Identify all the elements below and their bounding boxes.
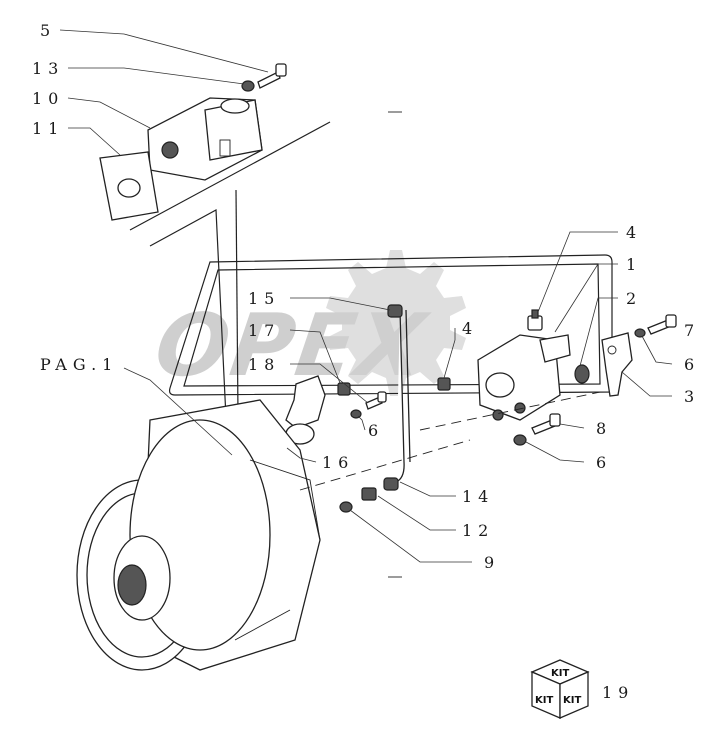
callout-13: 13 <box>32 59 64 78</box>
callout-14: 14 <box>462 487 494 506</box>
callout-1: 1 <box>626 255 642 274</box>
fitting-12 <box>361 487 377 501</box>
watermark: OPEX <box>149 250 466 396</box>
callout-15: 15 <box>248 289 280 308</box>
kit-label-top: KIT <box>551 668 569 679</box>
center-lines <box>299 111 601 578</box>
callout-2: 2 <box>626 289 642 308</box>
callout-9: 9 <box>484 553 500 572</box>
callout-6-right: 6 <box>684 355 700 374</box>
callout-19: 19 <box>602 683 634 702</box>
fitting-4-upper <box>527 309 543 331</box>
mounting-plate <box>99 151 159 221</box>
washer-6-mid <box>350 409 362 419</box>
valve-block <box>477 334 571 421</box>
bolt-18 <box>365 391 387 410</box>
elbow-fitting-3 <box>601 332 633 397</box>
callout-labels: 5 13 10 11 4 1 2 15 4 17 18 7 6 3 PAG.1 … <box>32 21 700 702</box>
leader-lines <box>59 29 673 563</box>
o-ring-2 <box>574 364 590 384</box>
callout-16: 16 <box>322 453 354 472</box>
fitting-17 <box>337 382 351 396</box>
fitting-4-lower <box>437 377 451 391</box>
callout-pag-1: PAG.1 <box>40 355 118 374</box>
callout-12: 12 <box>462 521 494 540</box>
watermark-text: OPEX <box>149 296 434 396</box>
kit-label-left: KIT <box>535 695 553 706</box>
hydraulic-motor <box>147 97 263 181</box>
callout-17: 17 <box>248 321 280 340</box>
callout-8: 8 <box>596 419 612 438</box>
callout-3: 3 <box>684 387 700 406</box>
callout-4-lower: 4 <box>462 319 478 338</box>
washer-6-right <box>634 328 646 338</box>
callout-18: 18 <box>248 355 280 374</box>
callout-11: 11 <box>32 119 64 138</box>
bolt-7 <box>647 314 677 335</box>
callout-6-lower: 6 <box>596 453 612 472</box>
hydraulic-pipe <box>383 304 411 491</box>
washer-9 <box>339 501 353 513</box>
callout-5: 5 <box>40 21 56 40</box>
washer-6-lower <box>513 434 527 446</box>
callout-6-mid: 6 <box>368 421 384 440</box>
kit-icon: KIT KIT KIT <box>530 659 590 719</box>
bolt-5 <box>257 63 287 89</box>
callout-10: 10 <box>32 89 64 108</box>
washer-13 <box>241 80 255 92</box>
callout-7: 7 <box>684 321 700 340</box>
final-drive <box>76 399 321 671</box>
bolt-8 <box>531 413 561 435</box>
kit-label-right: KIT <box>563 695 581 706</box>
callout-4-upper: 4 <box>626 223 642 242</box>
